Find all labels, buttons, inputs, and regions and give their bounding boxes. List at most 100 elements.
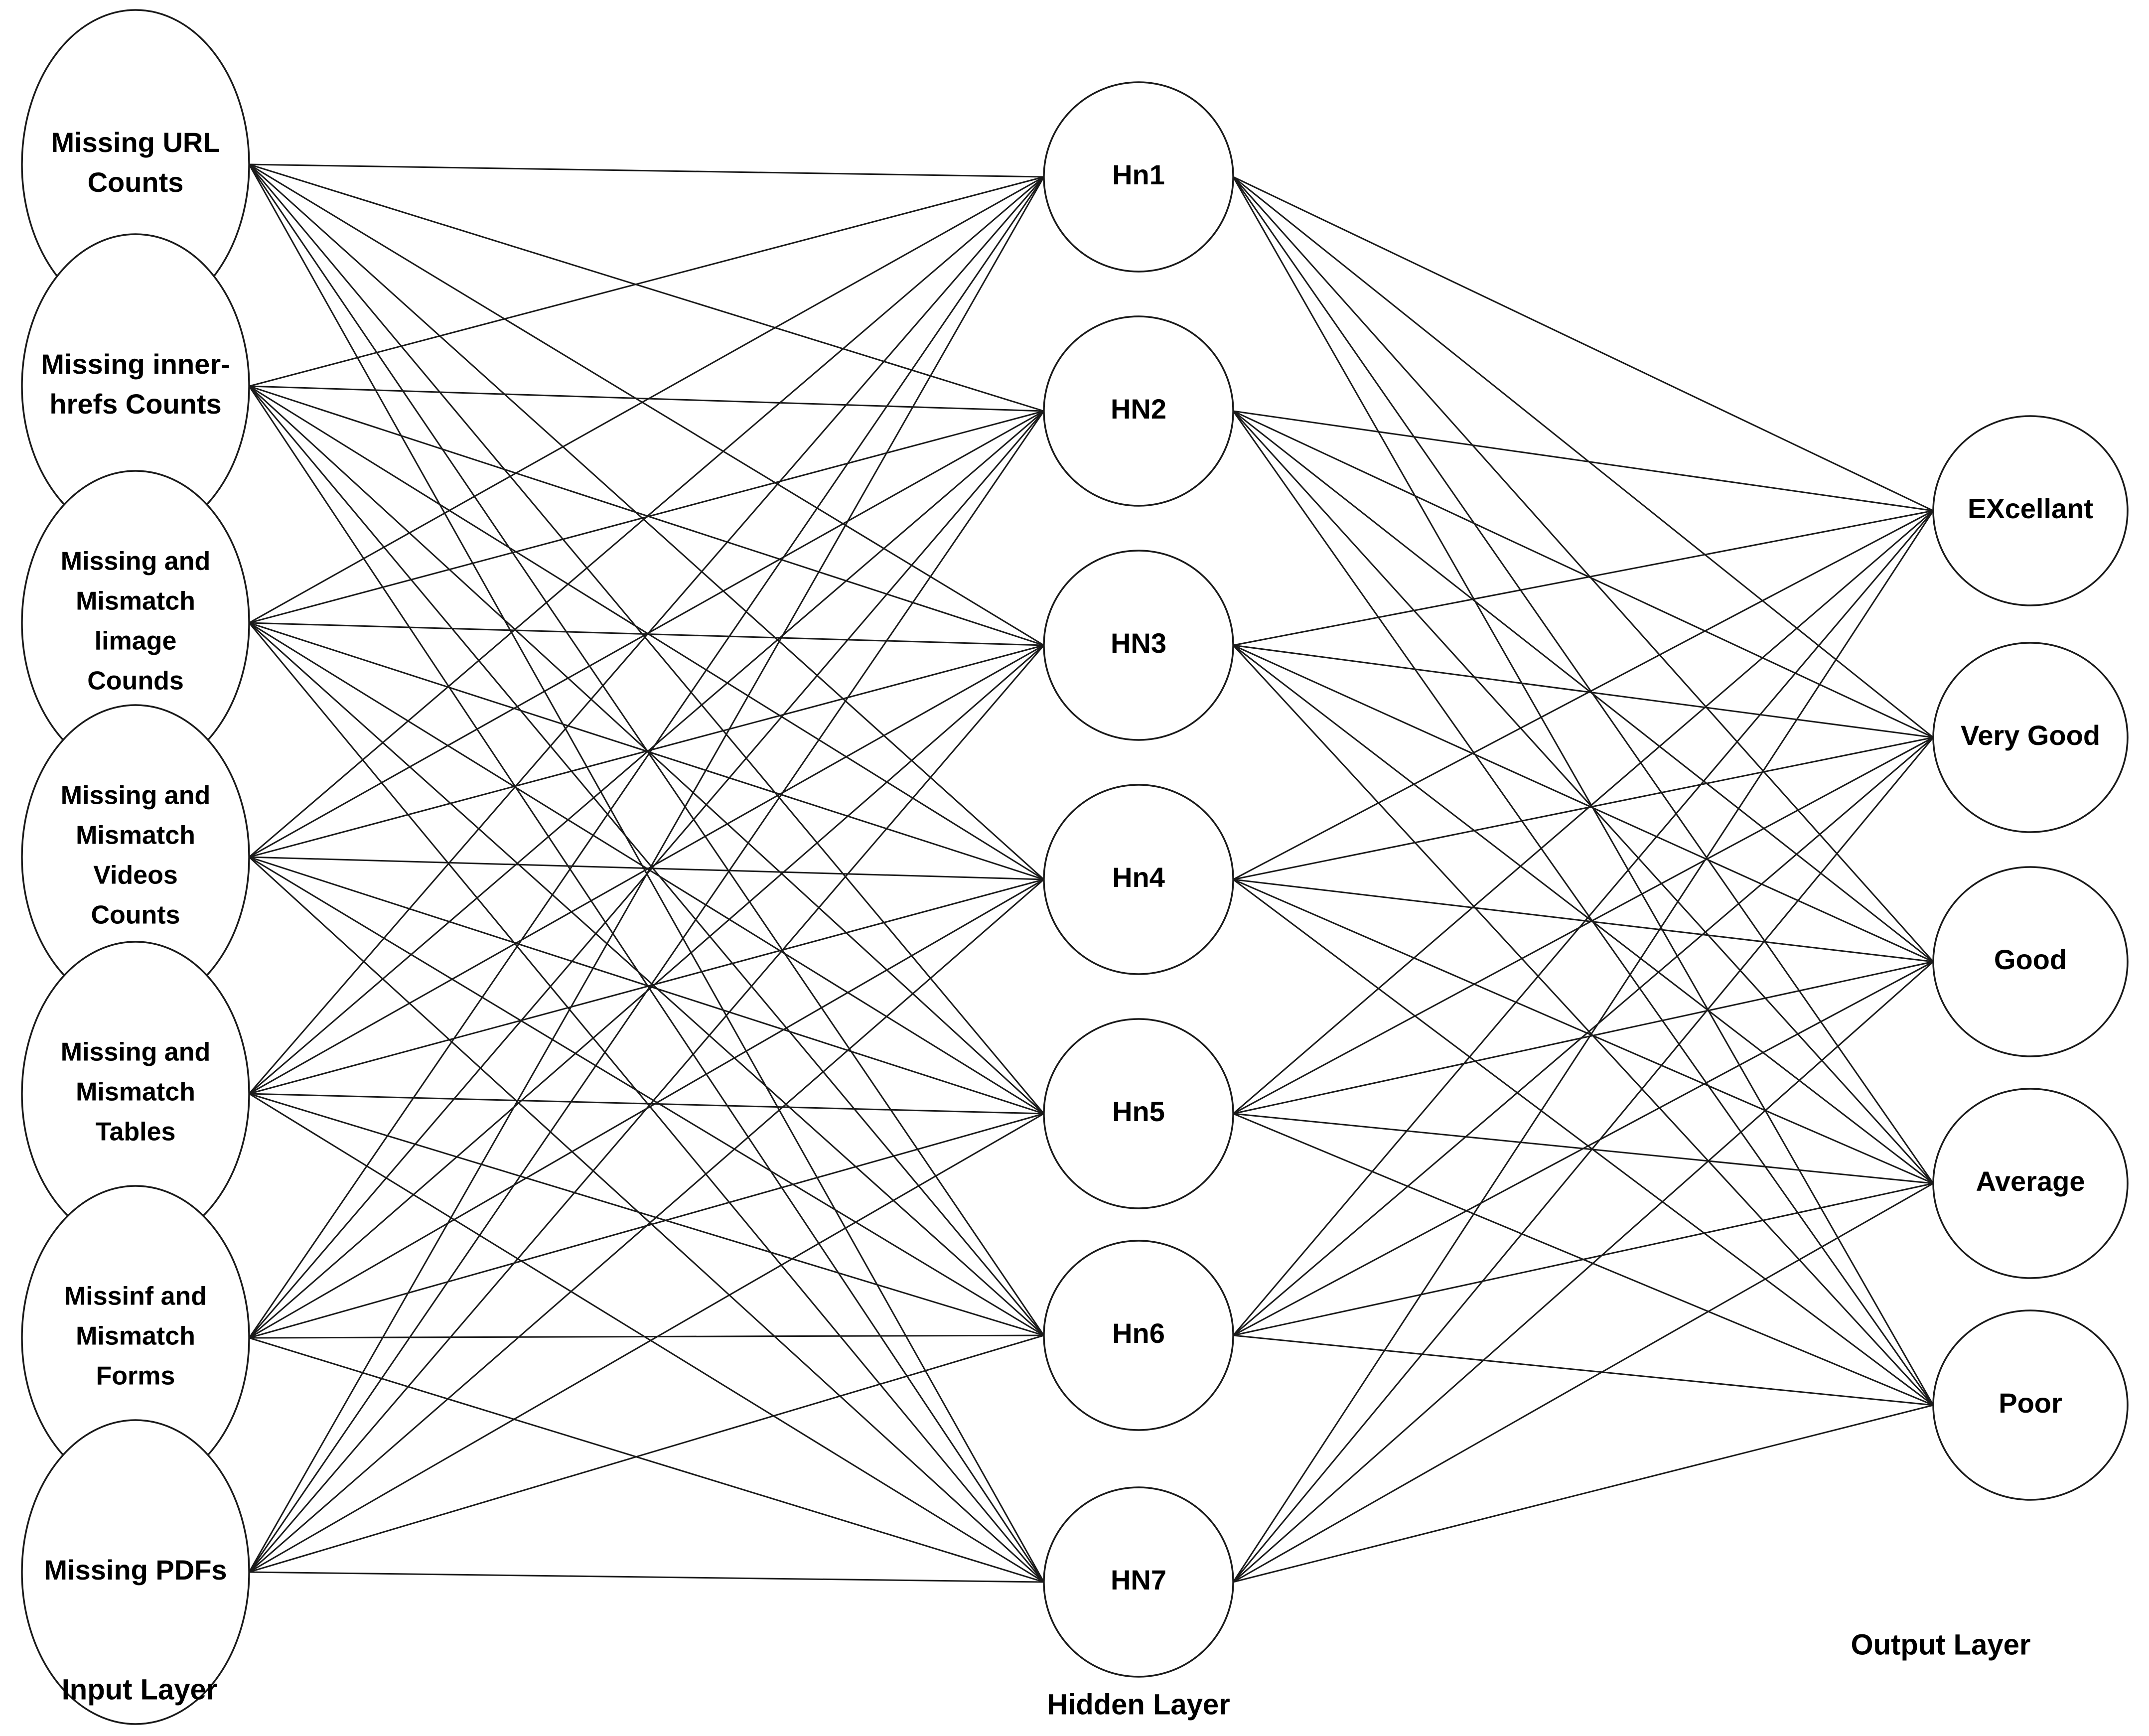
edge-hn7-to-out3 [1233, 961, 1934, 1583]
edge-hn1-to-out5 [1232, 176, 1934, 1406]
edge-in2-to-hn3 [249, 385, 1044, 646]
edge-hn2-to-out5 [1232, 411, 1934, 1406]
input-layer-node-7[interactable]: Missing PDFs [21, 1419, 250, 1725]
edge-in7-to-hn4 [249, 878, 1044, 1573]
edge-in2-to-hn6 [248, 386, 1045, 1336]
edge-in1-to-hn4 [248, 163, 1045, 880]
output-layer-label: Output Layer [1851, 1628, 2031, 1661]
hidden-layer-node-label: Hn4 [1112, 862, 1165, 893]
edge-in6-to-hn1 [248, 176, 1045, 1338]
edge-in3-to-hn1 [249, 176, 1044, 624]
hidden-layer-node-shape [1043, 1018, 1234, 1209]
input-layer-node-label: Counts [91, 901, 180, 930]
hidden-layer-node-label: Hn1 [1112, 159, 1165, 190]
hidden-layer-node-shape [1043, 315, 1234, 507]
output-layer-node-shape [1932, 415, 2129, 606]
edge-in3-to-hn6 [248, 622, 1045, 1336]
edge-in4-to-hn2 [249, 410, 1044, 858]
input-layer-label: Input Layer [62, 1673, 218, 1706]
output-layer-node-3[interactable]: Good [1932, 866, 2129, 1057]
edge-in4-to-hn7 [248, 856, 1045, 1583]
output-layer-node-shape [1932, 1088, 2129, 1279]
output-layer-node-label: Good [1994, 944, 2067, 975]
edge-hn3-to-out4 [1233, 644, 1934, 1184]
output-layer-node-5[interactable]: Poor [1932, 1309, 2129, 1501]
output-layer-node-4[interactable]: Average [1932, 1088, 2129, 1279]
hidden-layer-node-shape [1043, 1240, 1234, 1431]
input-layer-node-label: Missing URL [51, 127, 220, 158]
edge-in5-to-hn7 [249, 1093, 1044, 1583]
edge-in2-to-hn5 [248, 385, 1045, 1115]
edges-hidden-to-output [1232, 176, 1934, 1583]
input-layer-node-2[interactable]: Missing inner-hrefs Counts [21, 233, 250, 539]
hidden-layer-node-label: Hn5 [1112, 1096, 1165, 1127]
edge-hn2-to-out2 [1233, 410, 1934, 738]
edge-in7-to-hn1 [248, 176, 1045, 1573]
edge-in5-to-hn4 [249, 878, 1044, 1095]
input-layer-node-label: Missing and [61, 1038, 210, 1067]
edge-hn3-to-out3 [1233, 644, 1934, 963]
output-layer-node-1[interactable]: EXcellant [1932, 415, 2129, 606]
edge-hn5-to-out1 [1233, 510, 1934, 1115]
input-layer-node-label: hrefs Counts [49, 388, 221, 420]
hidden-layer-node-6[interactable]: Hn6 [1043, 1240, 1234, 1431]
edge-in4-to-hn1 [249, 176, 1044, 858]
input-layer-node-label: Counts [88, 166, 184, 198]
hidden-layer-node-7[interactable]: HN7 [1043, 1486, 1234, 1678]
edge-hn5-to-out3 [1233, 961, 1934, 1115]
edge-in4-to-hn3 [249, 644, 1044, 858]
edge-in5-to-hn1 [248, 176, 1045, 1094]
edge-hn3-to-out2 [1233, 644, 1934, 738]
edge-in5-to-hn2 [249, 410, 1044, 1095]
edge-hn1-to-out3 [1232, 176, 1934, 962]
output-layer-node-shape [1932, 866, 2129, 1057]
hidden-layer-node-1[interactable]: Hn1 [1043, 81, 1234, 273]
input-layer-node-label: Missing and [61, 781, 210, 810]
input-layer-node-label: Mismatch [76, 587, 195, 616]
hidden-layer-node-shape [1043, 1486, 1234, 1678]
edge-in7-to-hn3 [248, 645, 1045, 1573]
hidden-layer-node-3[interactable]: HN3 [1043, 550, 1234, 741]
edge-in3-to-hn7 [248, 622, 1045, 1583]
edge-in6-to-hn7 [249, 1337, 1044, 1583]
input-layer-node-label: Forms [96, 1362, 175, 1391]
edge-hn6-to-out4 [1233, 1182, 1934, 1336]
hidden-layer-node-label: HN3 [1111, 627, 1166, 659]
edge-in5-to-hn5 [249, 1093, 1044, 1115]
edge-in1-to-hn1 [249, 163, 1044, 178]
edge-hn3-to-out1 [1233, 510, 1934, 646]
edge-hn6-to-out2 [1233, 736, 1934, 1336]
edge-hn4-to-out5 [1233, 878, 1934, 1406]
edge-in5-to-hn3 [249, 644, 1044, 1095]
input-layer-node-label: Mismatch [76, 1322, 195, 1351]
hidden-layer-node-label: HN2 [1111, 393, 1166, 425]
output-layer-node-2[interactable]: Very Good [1932, 642, 2129, 833]
edge-in7-to-hn2 [248, 411, 1045, 1573]
edge-in7-to-hn6 [249, 1334, 1044, 1573]
edge-in4-to-hn6 [249, 856, 1044, 1336]
edge-hn6-to-out3 [1233, 961, 1934, 1336]
edge-in4-to-hn4 [249, 856, 1044, 880]
edge-in2-to-hn4 [249, 385, 1044, 880]
input-layer-node-label: Missinf and [64, 1282, 207, 1311]
output-layer-node-label: Average [1976, 1165, 2085, 1197]
edge-in1-to-hn5 [248, 164, 1045, 1114]
hidden-layer-node-5[interactable]: Hn5 [1043, 1018, 1234, 1209]
edges-input-to-hidden [248, 163, 1045, 1583]
input-layer-node-1[interactable]: Missing URL Counts [21, 9, 250, 320]
input-layer-node-label: Mismatch [76, 1078, 195, 1107]
edge-hn2-to-out4 [1232, 410, 1934, 1184]
input-layer-node-label: Tables [96, 1118, 176, 1147]
edge-hn7-to-out1 [1232, 510, 1934, 1583]
edge-hn1-to-out4 [1232, 176, 1934, 1184]
edge-in1-to-hn3 [249, 163, 1044, 646]
hidden-layer-node-2[interactable]: HN2 [1043, 315, 1234, 507]
hidden-layer-node-4[interactable]: Hn4 [1043, 784, 1234, 975]
edge-in1-to-hn2 [249, 163, 1044, 412]
